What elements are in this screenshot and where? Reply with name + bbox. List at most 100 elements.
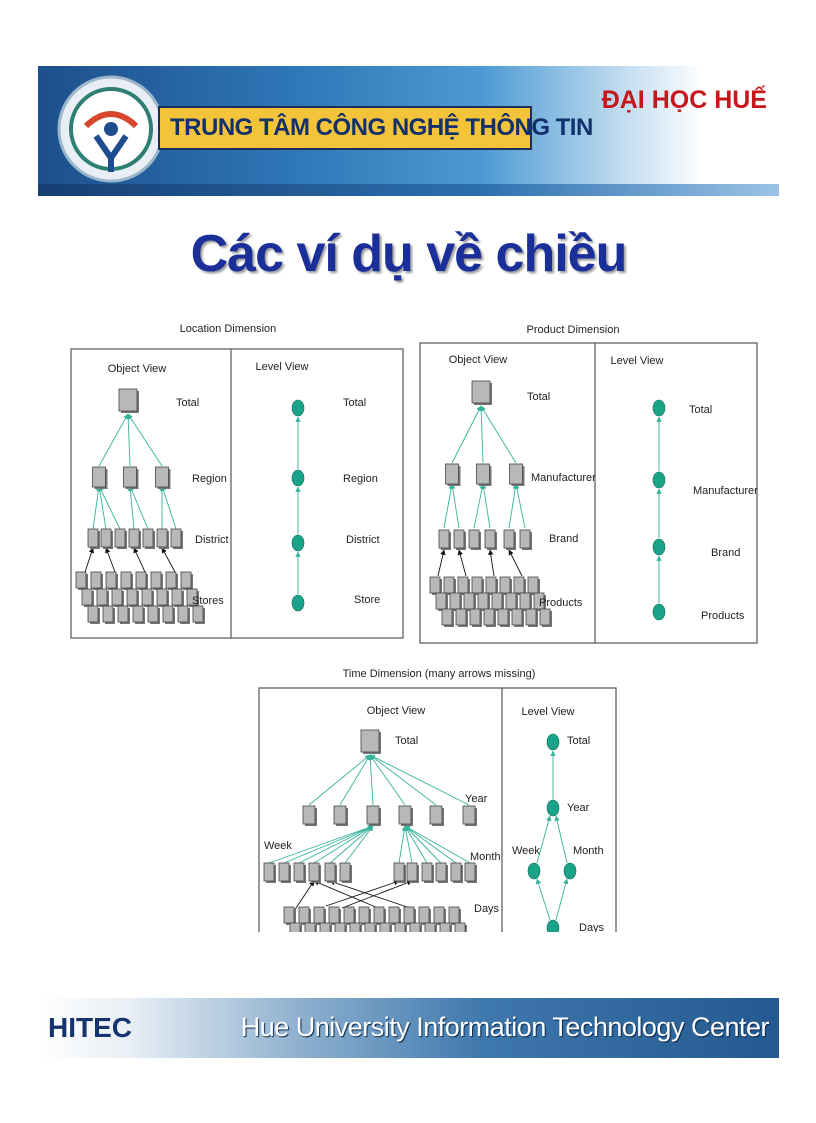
product-level-node-brand: Brand <box>711 547 740 559</box>
location-arrow-district-6 <box>160 485 177 530</box>
location-store-node-2-3 <box>132 605 144 623</box>
product-level-products: Products <box>539 597 583 609</box>
product-level-node-0 <box>652 399 666 417</box>
product-product-node-0-3 <box>471 576 483 594</box>
product-product-node-1-5 <box>505 592 517 610</box>
time-day-node-0-8 <box>403 906 415 924</box>
product-product-node-0-0 <box>429 576 441 594</box>
location-district-node-1 <box>100 528 112 548</box>
location-object-view-label: Object View <box>108 363 167 375</box>
location-store-node-0-7 <box>180 571 192 589</box>
product-level-node-total: Total <box>689 404 712 416</box>
location-arrow-district-2 <box>98 485 121 530</box>
location-arrow-store-4 <box>133 547 146 573</box>
time-week-month-node-5 <box>339 862 351 882</box>
time-year-node-1 <box>333 805 347 825</box>
location-store-node-2-5 <box>162 605 174 623</box>
time-day-node-1-8 <box>409 922 421 932</box>
product-level-manufacturer: Manufacturer <box>531 472 596 484</box>
product-product-node-0-5 <box>499 576 511 594</box>
university-name: ĐẠI HỌC HUẾ <box>601 86 767 114</box>
product-product-node-2-3 <box>483 608 495 626</box>
time-arrow-year-1 <box>339 754 371 806</box>
time-day-node-1-9 <box>424 922 436 932</box>
time-week-month-node-4 <box>324 862 336 882</box>
location-arrow-store-6 <box>161 547 176 573</box>
time-day-node-1-11 <box>454 922 466 932</box>
time-object-days: Days <box>474 903 500 915</box>
time-week-month-node-9 <box>435 862 447 882</box>
product-arrow-product-2 <box>457 549 467 577</box>
location-level-node-2 <box>291 534 305 552</box>
time-level-node-total: Total <box>567 735 590 747</box>
time-week-month-node-0 <box>263 862 275 882</box>
time-day-node-0-9 <box>418 906 430 924</box>
location-store-node-2-7 <box>192 605 204 623</box>
time-week-month-node-6 <box>393 862 405 882</box>
time-day-node-1-6 <box>379 922 391 932</box>
location-level-node-district: District <box>346 534 380 546</box>
product-level-total: Total <box>527 391 550 403</box>
location-store-node-0-2 <box>105 571 117 589</box>
product-product-node-2-1 <box>455 608 467 626</box>
time-day-node-0-6 <box>373 906 385 924</box>
time-arrow-year-5 <box>369 754 470 806</box>
product-arrow-brand-5 <box>514 483 526 529</box>
product-product-node-1-2 <box>463 592 475 610</box>
time-day-node-0-1 <box>298 906 310 924</box>
time-arrow-year-3 <box>369 754 406 806</box>
time-arrow-year-4 <box>369 754 437 806</box>
time-week-month-node-10 <box>450 862 462 882</box>
time-level-node-1 <box>546 799 560 817</box>
product-manufacturer-node-0 <box>445 463 459 485</box>
location-level-node-region: Region <box>343 473 378 485</box>
time-day-node-0-0 <box>283 906 295 924</box>
time-day-node-0-3 <box>328 906 340 924</box>
time-arrow-day-e <box>329 879 411 909</box>
time-object-month: Month <box>470 851 501 863</box>
time-arrow-week-4 <box>329 825 374 864</box>
time-week-month-node-1 <box>278 862 290 882</box>
time-caption: Time Dimension (many arrows missing) <box>343 668 536 680</box>
time-day-node-0-5 <box>358 906 370 924</box>
time-day-node-1-10 <box>439 922 451 932</box>
location-store-node-2-4 <box>147 605 159 623</box>
time-level-node-days: Days <box>579 922 605 932</box>
time-arrow-year-2 <box>367 754 374 806</box>
product-brand-node-5 <box>519 529 531 549</box>
time-arrow-day-a <box>293 880 315 912</box>
product-brand-node-4 <box>503 529 515 549</box>
product-product-node-0-2 <box>457 576 469 594</box>
product-product-node-2-2 <box>469 608 481 626</box>
product-product-node-1-0 <box>435 592 447 610</box>
product-brand-node-2 <box>468 529 480 549</box>
location-arrow-district-3 <box>127 485 135 530</box>
time-arrow-year-0 <box>308 754 371 806</box>
time-level-arrow-days-week <box>535 878 551 921</box>
location-store-node-1-6 <box>171 588 183 606</box>
product-product-node-0-4 <box>485 576 497 594</box>
time-object-total: Total <box>395 735 418 747</box>
hitec-logo-icon <box>57 75 165 183</box>
time-day-node-1-7 <box>394 922 406 932</box>
time-level-node-year: Year <box>567 802 590 814</box>
time-arrow-month-4 <box>404 825 457 864</box>
time-level-arrow-week-year <box>536 815 552 864</box>
time-level-node-3 <box>563 862 577 880</box>
location-arrow-store-2 <box>105 547 116 573</box>
product-arrow-brand-4 <box>508 483 518 529</box>
product-total-node <box>471 380 491 404</box>
location-district-node-0 <box>87 528 99 548</box>
location-store-node-1-4 <box>141 588 153 606</box>
product-level-brand: Brand <box>549 533 578 545</box>
location-store-node-0-5 <box>150 571 162 589</box>
time-object-year: Year <box>465 793 488 805</box>
time-week-month-node-2 <box>293 862 305 882</box>
product-arrow-manufacturer-1 <box>478 405 484 464</box>
location-level-node-1 <box>291 469 305 487</box>
time-arrow-month-2 <box>404 825 428 864</box>
time-level-node-week: Week <box>512 845 540 857</box>
location-store-node-1-1 <box>96 588 108 606</box>
time-arrow-day-d <box>313 880 379 909</box>
time-week-month-node-11 <box>464 862 476 882</box>
